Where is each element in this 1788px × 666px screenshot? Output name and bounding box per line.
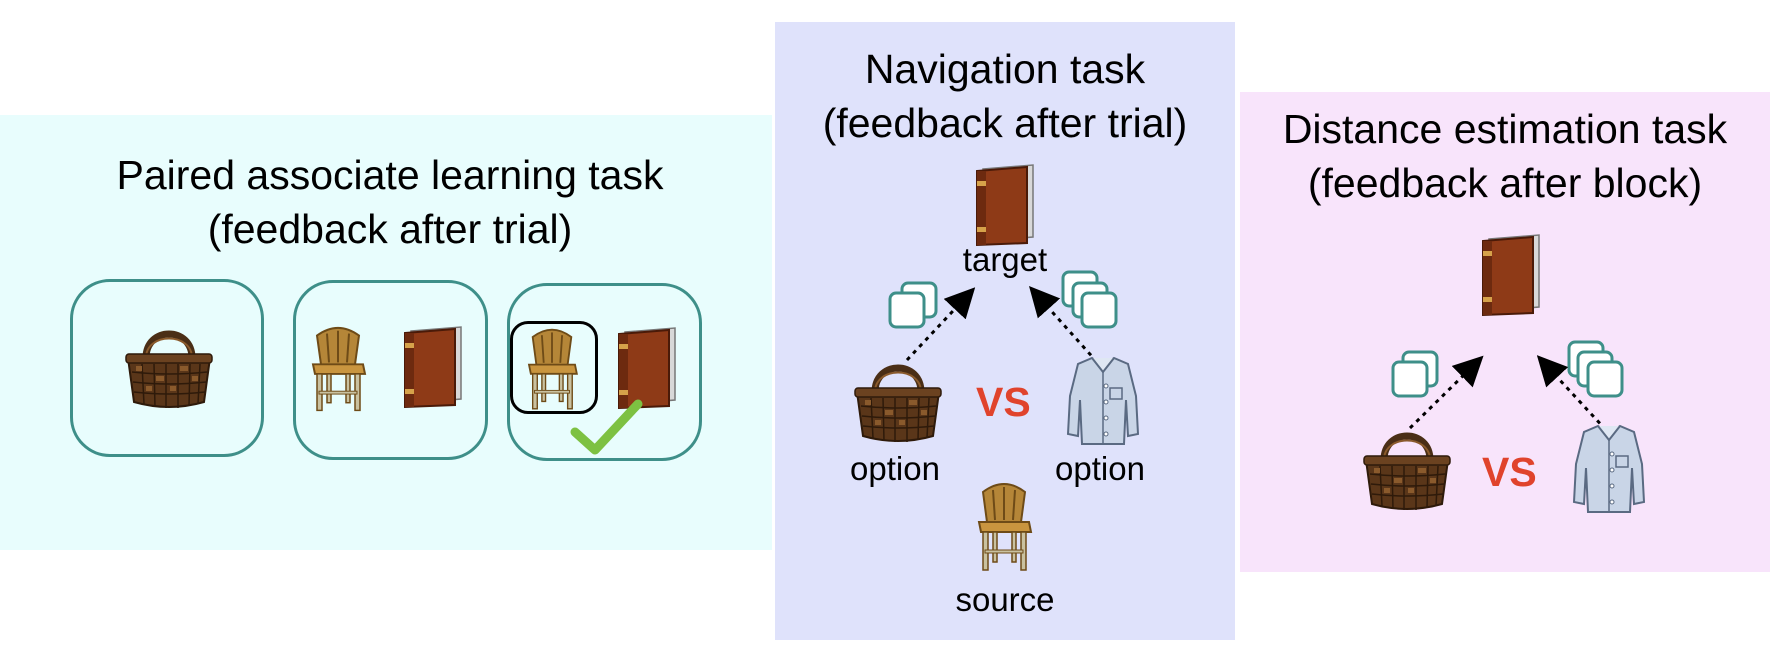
navigation-panel (775, 22, 1235, 640)
pal-card-cue (70, 279, 264, 457)
option-left-label: option (850, 450, 940, 487)
nav-title-line1: Navigation task (864, 46, 1146, 92)
dist-vs-label: VS (1482, 449, 1537, 495)
arrow-left (905, 287, 976, 362)
target-book-icon (1482, 234, 1540, 316)
nav-title-line2: (feedback after trial) (822, 100, 1188, 146)
option-basket-icon (855, 368, 941, 442)
book-icon (404, 326, 462, 408)
pal-card-pair (293, 280, 488, 460)
option-shirt-icon (1573, 425, 1645, 513)
chair-icon (528, 328, 578, 410)
target-label: target (962, 241, 1048, 278)
stack-icon-three (1567, 340, 1624, 398)
dist-title-line2: (feedback after block) (1307, 160, 1703, 206)
selected-item-frame (510, 321, 598, 414)
source-label: source (955, 581, 1055, 618)
pal-title-line1: Paired associate learning task (116, 152, 664, 198)
option-right-label: option (1055, 450, 1145, 487)
pal-title-line2: (feedback after trial) (207, 206, 573, 252)
stack-icon-three (1061, 270, 1118, 329)
checkmark-icon (570, 399, 643, 455)
arrow-left (1408, 355, 1484, 430)
dist-title-line1: Distance estimation task (1282, 106, 1728, 152)
chair-icon (312, 326, 366, 412)
option-shirt-icon (1067, 357, 1139, 445)
stack-icon-two (1391, 350, 1439, 398)
target-book-icon (976, 164, 1034, 246)
basket-icon (126, 334, 212, 408)
pal-card-feedback (507, 283, 702, 461)
distance-estimation-panel (1240, 92, 1770, 572)
nav-vs-label: VS (976, 379, 1031, 425)
arrow-right (1536, 355, 1608, 432)
stack-icon-two (888, 281, 938, 329)
arrow-right (1028, 286, 1099, 364)
book-icon (618, 327, 676, 409)
source-chair-icon (978, 483, 1032, 571)
option-basket-icon (1364, 436, 1450, 510)
